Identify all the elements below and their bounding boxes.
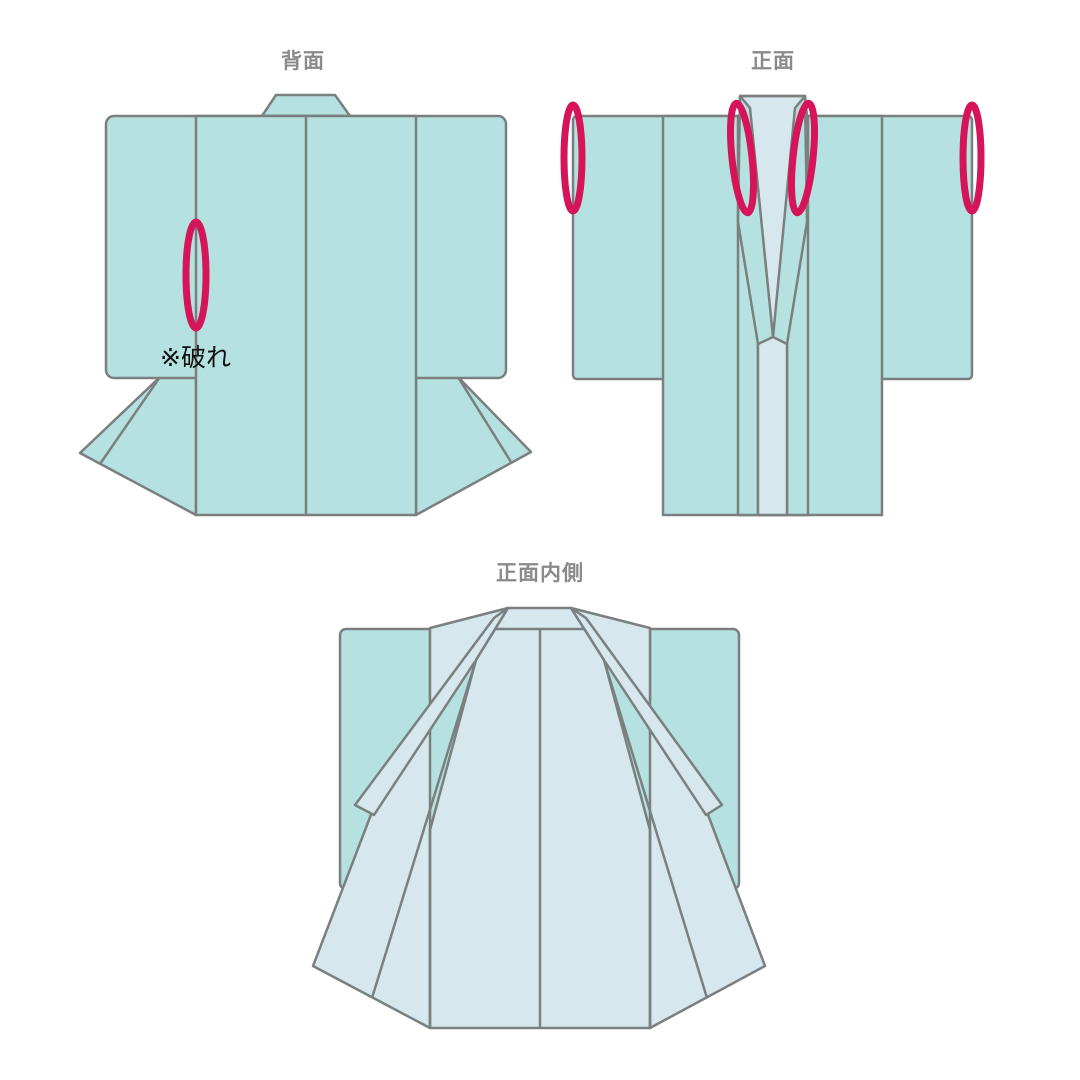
back-collar bbox=[260, 93, 352, 118]
inside-left-collar bbox=[353, 606, 510, 817]
front-inside-view-title: 正面内側 bbox=[496, 561, 584, 585]
front-right-collar-marker bbox=[788, 99, 818, 217]
back-view bbox=[78, 93, 533, 517]
front-view-title: 正面 bbox=[751, 49, 795, 73]
back-tear-marker bbox=[182, 218, 210, 332]
front-view bbox=[571, 94, 974, 517]
front-inside-view bbox=[311, 606, 767, 1030]
tear-note: ※破れ bbox=[160, 343, 231, 372]
front-right-sleeve-marker bbox=[959, 101, 985, 215]
inside-right-collar bbox=[569, 606, 724, 817]
front-left-sleeve-marker bbox=[560, 101, 586, 215]
back-right-hem-panel bbox=[414, 375, 533, 517]
back-view-title: 背面 bbox=[281, 49, 325, 73]
back-left-hem-panel bbox=[78, 375, 198, 517]
front-left-collar-marker bbox=[727, 99, 757, 217]
